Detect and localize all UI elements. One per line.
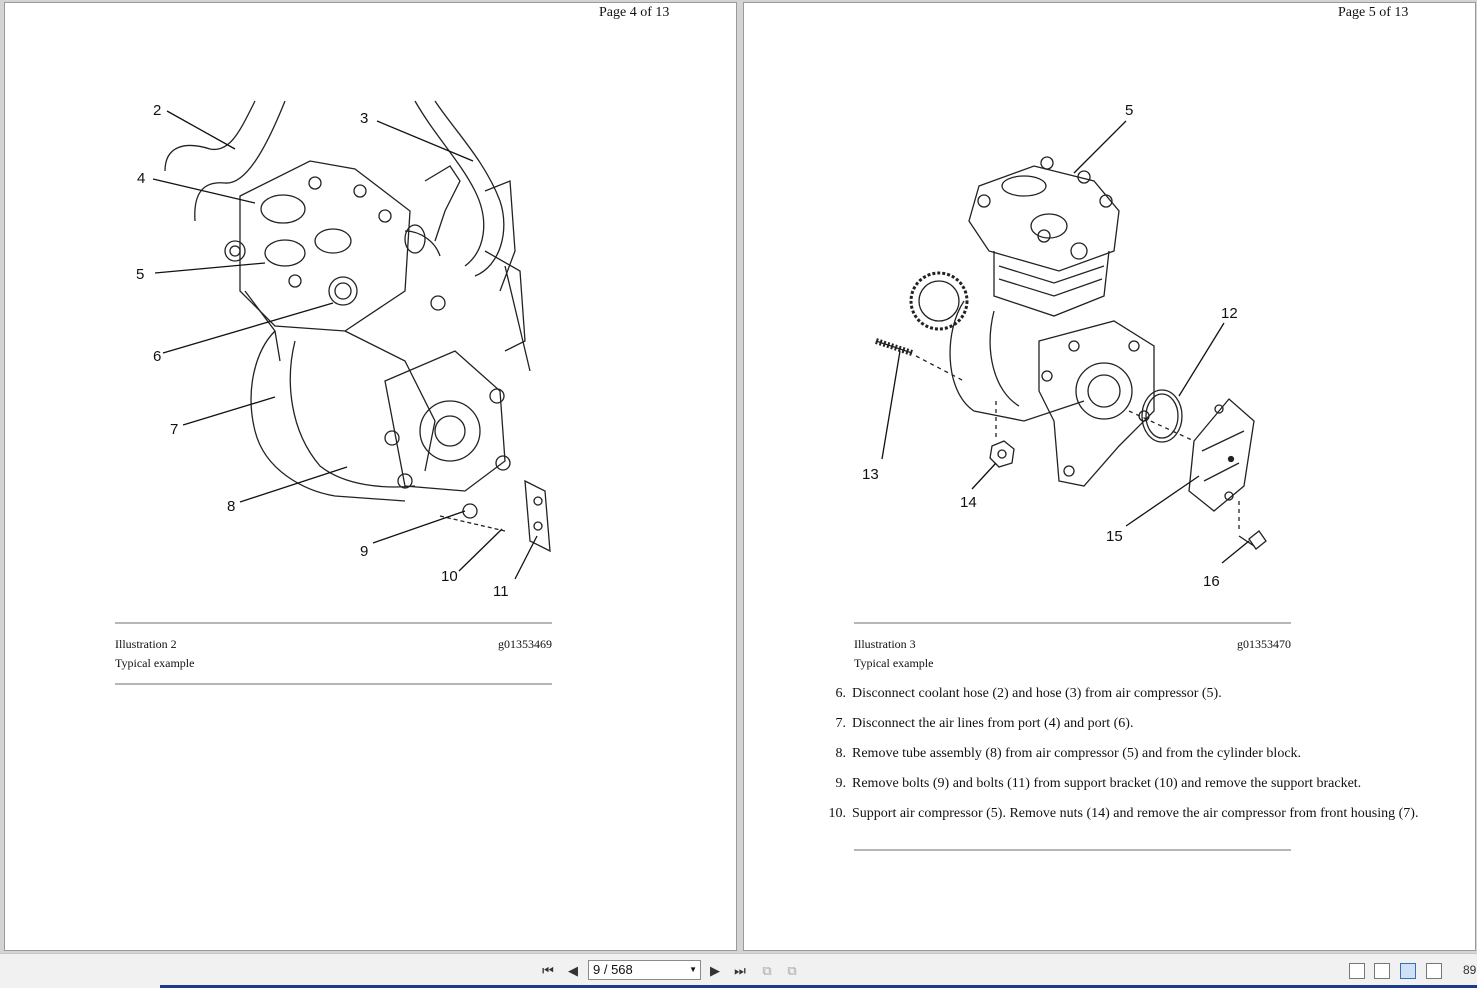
callout-11: 11 (493, 583, 509, 600)
callout-10: 10 (441, 568, 458, 585)
callout-5: 5 (1125, 102, 1133, 119)
caption-title: Illustration 3 (854, 637, 916, 651)
callout-8: 8 (227, 498, 235, 515)
step-text: Remove tube assembly (8) from air compre… (852, 746, 1302, 761)
step-text: Remove bolts (9) and bolts (11) from sup… (852, 776, 1362, 791)
callout-9: 9 (360, 543, 368, 560)
single-page-view-icon[interactable] (1349, 963, 1365, 979)
next-page-icon[interactable]: ▶ (710, 963, 720, 978)
continuous-view-icon[interactable] (1374, 963, 1390, 979)
illustration-3: 5 12 13 14 15 16 (862, 102, 1267, 590)
page-label: Page 4 of 13 (599, 5, 670, 20)
callout-14: 14 (960, 494, 977, 511)
left-page: Page 4 of 13 (4, 2, 737, 951)
step-item: 8. Remove tube assembly (8) from air comp… (822, 746, 1462, 762)
callout-3: 3 (360, 110, 368, 127)
previous-view-icon[interactable]: ⧉ (762, 963, 772, 978)
step-text: Disconnect the air lines from port (4) a… (852, 716, 1134, 731)
caption-id: g01353469 (498, 637, 552, 651)
callout-13: 13 (862, 466, 879, 483)
page-label: Page 5 of 13 (1338, 5, 1409, 20)
last-page-icon[interactable]: ⏭ (734, 963, 746, 978)
page-number-field[interactable]: 9 / 568 ▼ (588, 960, 701, 980)
caption-subtitle: Typical example (854, 656, 934, 670)
previous-page-icon[interactable]: ◀ (568, 963, 578, 978)
step-text: Disconnect coolant hose (2) and hose (3)… (852, 686, 1222, 701)
step-item: 10. Support air compressor (5). Remove nu… (822, 806, 1462, 822)
next-view-icon[interactable]: ⧉ (787, 963, 797, 978)
step-number: 7. (835, 716, 847, 731)
caption-top-rule (115, 622, 552, 624)
callout-2: 2 (153, 102, 161, 119)
callout-5: 5 (136, 266, 144, 283)
step-number: 8. (835, 746, 847, 761)
zoom-level[interactable]: 89 (1463, 963, 1477, 977)
step-item: 9. Remove bolts (9) and bolts (11) from s… (822, 776, 1462, 792)
right-page: Page 5 of 13 (743, 2, 1476, 951)
step-number: 9. (835, 776, 847, 791)
callout-16: 16 (1203, 573, 1220, 590)
callout-15: 15 (1106, 528, 1123, 545)
step-text: Support air compressor (5). Remove nuts … (852, 806, 1419, 821)
caption-top-rule (854, 622, 1291, 624)
callout-12: 12 (1221, 305, 1238, 322)
step-item: 7. Disconnect the air lines from port (4)… (822, 716, 1462, 732)
step-number: 10. (828, 806, 847, 821)
facing-view-icon[interactable] (1400, 963, 1416, 979)
procedure-steps: 6. Disconnect coolant hose (2) and hose (… (822, 686, 1462, 836)
callout-7: 7 (170, 421, 178, 438)
page-number-value: 9 / 568 (593, 962, 633, 977)
continuous-facing-view-icon[interactable] (1426, 963, 1442, 979)
caption-id: g01353470 (1237, 637, 1291, 651)
chevron-down-icon[interactable]: ▼ (689, 965, 697, 974)
step-number: 6. (835, 686, 847, 701)
illustration-2: 2 3 4 5 6 7 8 9 10 11 (136, 100, 551, 600)
caption-bottom-rule (115, 683, 552, 685)
viewer-toolbar: ⏮ ◀ 9 / 568 ▼ ▶ ⏭ ⧉ ⧉ 89 (0, 953, 1477, 988)
callout-4: 4 (137, 170, 145, 187)
caption-subtitle: Typical example (115, 656, 195, 670)
first-page-icon[interactable]: ⏮ (542, 963, 554, 978)
step-item: 6. Disconnect coolant hose (2) and hose (… (822, 686, 1462, 702)
steps-bottom-rule (854, 849, 1291, 851)
callout-6: 6 (153, 348, 161, 365)
caption-title: Illustration 2 (115, 637, 177, 651)
